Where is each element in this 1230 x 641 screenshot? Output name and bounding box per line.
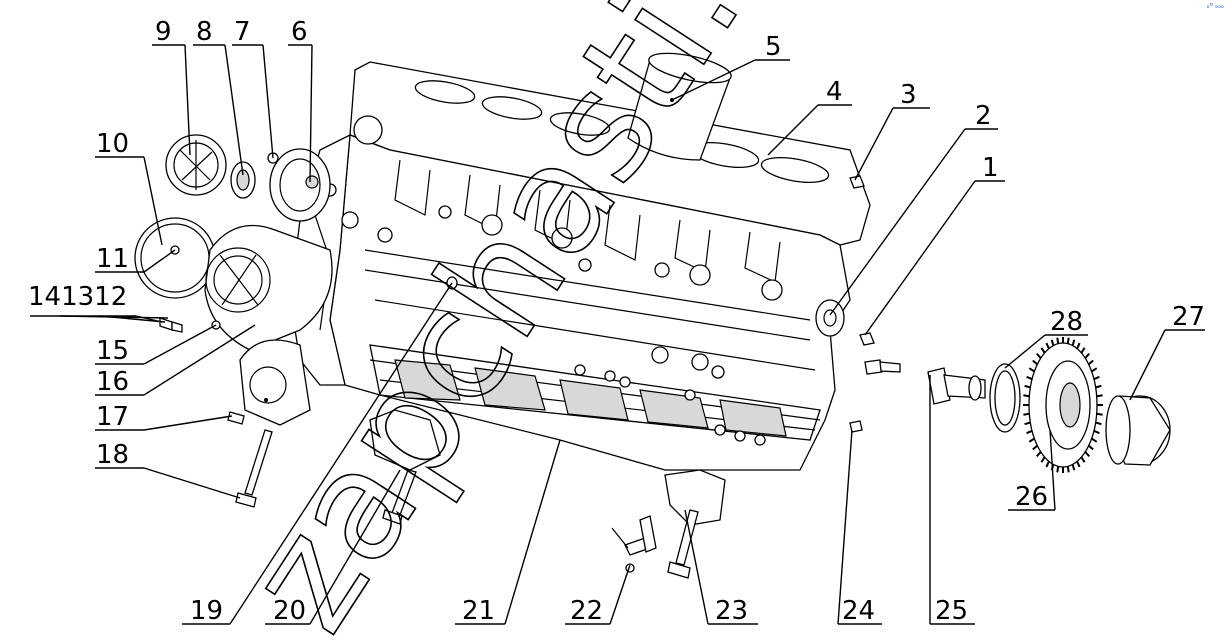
callout-label-19: 19 (190, 596, 223, 626)
gear-tooth (1024, 421, 1031, 426)
callout-label-23: 23 (715, 596, 748, 626)
corner-mark: ₒᴰ ₒₒₒ (1206, 2, 1224, 10)
gear-tooth (1026, 429, 1033, 435)
gear-tooth (1045, 460, 1050, 468)
gear-tooth (1028, 367, 1035, 373)
gear-tooth (1066, 337, 1070, 344)
gear-tooth (1084, 451, 1090, 458)
rear-parts (382, 175, 1171, 579)
callout-leader-9 (184, 44, 191, 156)
callout-leader-19 (229, 282, 453, 625)
leader-lines (30, 44, 1205, 625)
callout-leader-6 (309, 44, 313, 183)
callout-leader-21 (504, 439, 561, 625)
gear-tooth (1071, 464, 1076, 471)
gear-tooth (1080, 347, 1086, 354)
gear-tooth (1076, 460, 1081, 468)
gear-tooth (1091, 367, 1098, 373)
gear-tooth (1066, 466, 1070, 473)
front-parts (134, 134, 458, 508)
callout-label-8: 8 (196, 17, 213, 47)
callout-leader-10 (143, 156, 163, 246)
callout-label-15: 15 (96, 336, 129, 366)
gear-tooth (1026, 375, 1033, 381)
callout-label-4: 4 (826, 77, 843, 107)
gear-tooth (1032, 444, 1038, 451)
gear-tooth (1080, 456, 1086, 463)
callout-leader-2 (829, 128, 966, 316)
gear-tooth (1036, 352, 1042, 359)
gear-tooth (1088, 359, 1094, 366)
gear-tooth (1036, 451, 1042, 458)
callout-leader-1 (864, 180, 976, 336)
callout-label-9: 9 (155, 17, 172, 47)
gear-tooth (1040, 456, 1046, 463)
gear-tooth (1056, 466, 1060, 473)
callout-label-21: 21 (462, 596, 495, 626)
gear-tooth (1088, 444, 1094, 451)
gear-tooth (1095, 384, 1102, 389)
callout-label-5: 5 (765, 32, 782, 62)
gear-tooth (1024, 384, 1031, 389)
gear-tooth (1032, 359, 1038, 366)
gear-tooth (1071, 339, 1076, 346)
callout-label-27: 27 (1172, 302, 1205, 332)
callout-label-16: 16 (96, 367, 129, 397)
gear-tooth (1023, 412, 1030, 416)
callout-label-11: 11 (96, 244, 129, 274)
callout-label-7: 7 (234, 17, 251, 47)
callout-leader-11 (143, 249, 176, 273)
callout-label-1: 1 (982, 153, 999, 183)
callout-leader-28 (1004, 334, 1046, 369)
gear-tooth (1084, 352, 1090, 359)
callout-leader-18 (143, 467, 241, 499)
callout-label-12: 141312 (28, 282, 127, 312)
gear-tooth (1056, 337, 1060, 344)
callout-leader-15 (143, 324, 217, 365)
gear-tooth (1093, 429, 1100, 435)
callout-label-18: 18 (96, 440, 129, 470)
gear-tooth (1023, 394, 1030, 398)
gear-tooth (1076, 342, 1081, 350)
gear-tooth (1096, 394, 1103, 398)
callout-label-10: 10 (96, 129, 129, 159)
callout-label-25: 25 (935, 596, 968, 626)
callout-leader-5 (671, 59, 756, 101)
gear-tooth (1093, 375, 1100, 381)
callout-leader-3 (854, 107, 894, 181)
callout-label-2: 2 (975, 101, 992, 131)
callout-label-26: 26 (1015, 482, 1048, 512)
gear-tooth (1091, 437, 1098, 443)
callout-leader-16 (143, 324, 256, 396)
callout-leader-8 (224, 44, 244, 176)
callout-label-22: 22 (570, 596, 603, 626)
callout-label-20: 20 (273, 596, 306, 626)
callout-leader-7 (262, 44, 274, 159)
callout-leader-4 (767, 104, 819, 156)
gear-tooth (1045, 342, 1050, 350)
callout-label-28: 28 (1050, 307, 1083, 337)
callout-leader-20 (309, 469, 401, 625)
gear-tooth (1096, 412, 1103, 416)
callout-leader-12-branch-1 (99, 315, 166, 323)
callout-leader-26 (1049, 429, 1056, 511)
callout-label-17: 17 (96, 402, 129, 432)
callout-leader-23 (684, 509, 709, 625)
callout-leader-17 (143, 415, 233, 431)
callout-label-3: 3 (900, 80, 917, 110)
gear-tooth (1040, 347, 1046, 354)
gear-tooth (1095, 421, 1102, 426)
callout-label-6: 6 (291, 17, 308, 47)
callout-label-24: 24 (842, 596, 875, 626)
gear-tooth (1050, 339, 1055, 346)
callout-leader-27 (1129, 329, 1166, 401)
gear-tooth (1028, 437, 1035, 443)
callout-leader-24 (837, 429, 853, 625)
callout-leader-22 (609, 564, 631, 625)
